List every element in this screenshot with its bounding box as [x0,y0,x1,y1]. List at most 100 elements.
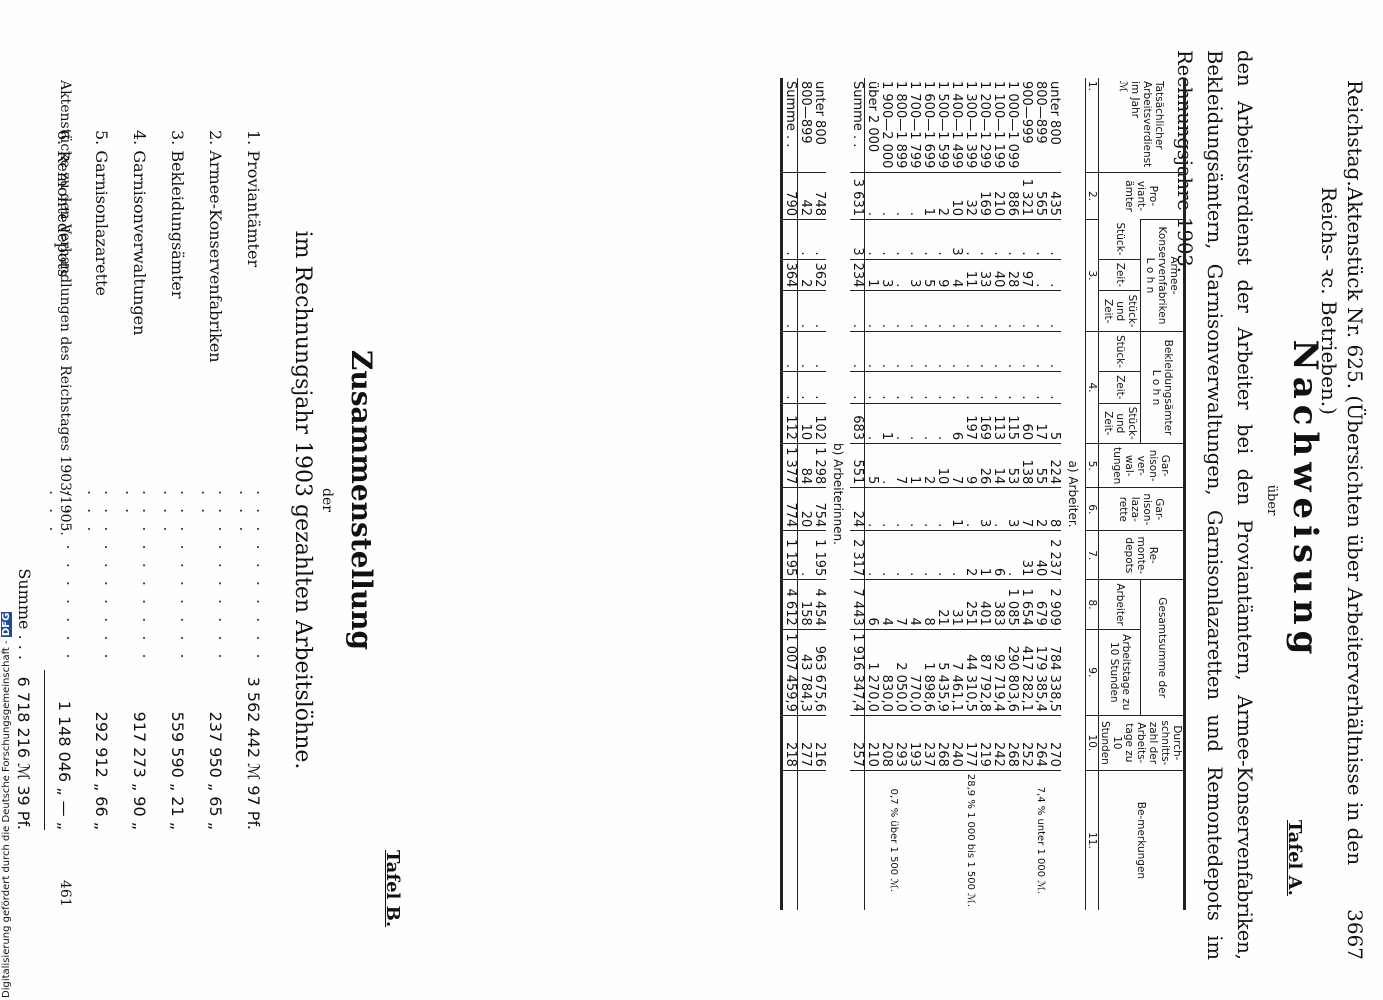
row-cell-9: 1 [907,443,922,488]
col-remonte-header: Re-monte-depots [1098,530,1185,580]
row-cell-5: . [1019,290,1034,332]
row-cell-6: . [1047,331,1062,372]
row-cell-8: . [935,403,950,444]
row-cell-4: 3 [879,259,894,291]
sum-b-cell-5: . [781,290,798,332]
row-cell-13: 830,0 [879,629,894,716]
sum-a-cell-2: 3 631 [850,172,865,220]
row-cell-13: 44 310,5 [963,629,978,716]
row-cell-5: . [935,290,950,332]
footer-text: Aktenstücke zu den Verhandlungen des Rei… [57,80,73,536]
col-garnisonlazarett-header: Gar-nison-laza-rette [1098,487,1185,531]
row-cell-8: 17 [1033,403,1048,444]
row-cell-9: 7 [893,443,908,488]
wage-summary-table: 1. Proviantämter. . . . . . . . . . . . … [13,130,274,830]
row-cell-5: . [879,290,894,332]
row-cell-11: 40 [1033,530,1048,580]
row-cell-12: 31 [949,579,964,630]
row-cell-4: . [1033,259,1048,291]
row-cell-10: 20 [797,487,813,531]
row-cell-13: 87 792,8 [977,629,992,716]
row-cell-13: 5 435,9 [935,629,950,716]
sum-a-cell-8: 683 [850,403,865,444]
row-cell-7: . [991,371,1006,404]
row-cell-13: 784 338,5 [1047,629,1062,716]
row-cell-12: 401 [977,579,992,630]
gesamt-arbeiter-header: Arbeiter [1098,579,1141,630]
summary-item-dots: . . . . . . . . . . . . . [160,490,196,663]
row-cell-1: 1 800—1 899 [893,81,908,169]
summary-item-label: 3. Bekleidungsämter [168,130,188,299]
row-cell-6: . [1005,331,1020,372]
row-cell-12: 2 909 [1047,579,1062,630]
summary-item-value: 1 148 046 „ — „ [54,700,74,830]
row-cell-1: 1 700—1 799 [907,81,922,169]
row-cell-13: 1 898,6 [921,629,936,716]
row-cell-14: 293 [893,715,908,771]
row-cell-8: 1 [879,403,894,444]
row-cell-12: 21 [935,579,950,630]
row-cell-12: 4 [879,579,894,630]
row-cell-7: . [935,371,950,404]
footer-page-number: 461 [57,880,73,907]
row-cell-7: . [812,371,827,404]
row-cell-3: . [935,219,950,260]
row-cell-11: 6 [991,530,1006,580]
row-cell-9: 84 [797,443,813,488]
row-cell-13: 963 675,6 [812,629,827,716]
row-cell-7: . [1047,371,1062,404]
row-cell-3: . [812,219,827,260]
row-cell-10: 7 [1019,487,1034,531]
row-cell-14: 216 [812,715,827,771]
row-cell-8: 10 [797,403,813,444]
sum-b-cell-14: 218 [781,715,798,771]
row-cell-11: . [797,530,813,580]
remark-cell [797,770,812,910]
row-cell-1: 1 500—1 599 [935,81,950,169]
summary-item: 4. Garnisonverwaltungen. . . . . . . . .… [121,130,159,830]
row-cell-13: 770,0 [907,629,922,716]
row-cell-3: . [963,219,978,260]
row-cell-14: 210 [864,715,880,771]
col-bemerkungen-header: Be-merkungen [1098,770,1185,910]
konserven-stueck-zeit-header: Stück- und Zeit- [1098,290,1141,332]
summary-item-dots: . . . . . . . . . . . . [198,490,234,663]
row-cell-12: 1 085 [1005,579,1020,630]
col-proviant-header: Pro-viant-ämter [1098,172,1185,220]
row-cell-8: 113 [991,403,1006,444]
row-cell-11: 1 [977,530,992,580]
sum-b-cell-2: 790 [781,172,798,220]
row-cell-3: . [864,219,880,260]
row-cell-8: 60 [1019,403,1034,444]
konserven-stueck-header: Stück- [1098,219,1141,260]
row-cell-4: 9 [935,259,950,291]
row-cell-1: unter 800 [812,81,827,145]
row-cell-13: 2 050,0 [893,629,908,716]
sum-b-cell-6: . [781,331,798,372]
row-cell-2: 2 [935,172,950,220]
remark-cell: 7,4 % unter 1 000 ℳ. [1019,770,1061,910]
col-gesamtsumme-header: Gesamtsumme der [1140,579,1185,716]
row-cell-14: 268 [935,715,950,771]
row-cell-3: . [977,219,992,260]
row-cell-5: . [864,290,880,332]
zusammenstellung-der: der [319,488,335,512]
row-cell-7: . [864,371,880,404]
summary-item-value: 3 562 442 ℳ 97 Pf. [244,676,264,830]
dfg-logo: DFG [1,611,12,638]
sum-a-cell-9: 551 [850,443,865,488]
row-cell-10: . [907,487,922,531]
row-cell-4: . [893,259,908,291]
row-cell-3: . [907,219,922,260]
row-cell-4: 40 [991,259,1006,291]
row-cell-2: 10 [949,172,964,220]
row-cell-1: 1 000—1 099 [1005,81,1020,169]
bekleidung-zeit-header: Zeit- [1098,371,1141,404]
sum-a-cell-4: 234 [850,259,865,291]
row-cell-1: 900—999 [1019,81,1034,144]
row-cell-2: 32 [963,172,978,220]
row-cell-10: 754 [812,487,827,531]
row-cell-5: . [991,290,1006,332]
